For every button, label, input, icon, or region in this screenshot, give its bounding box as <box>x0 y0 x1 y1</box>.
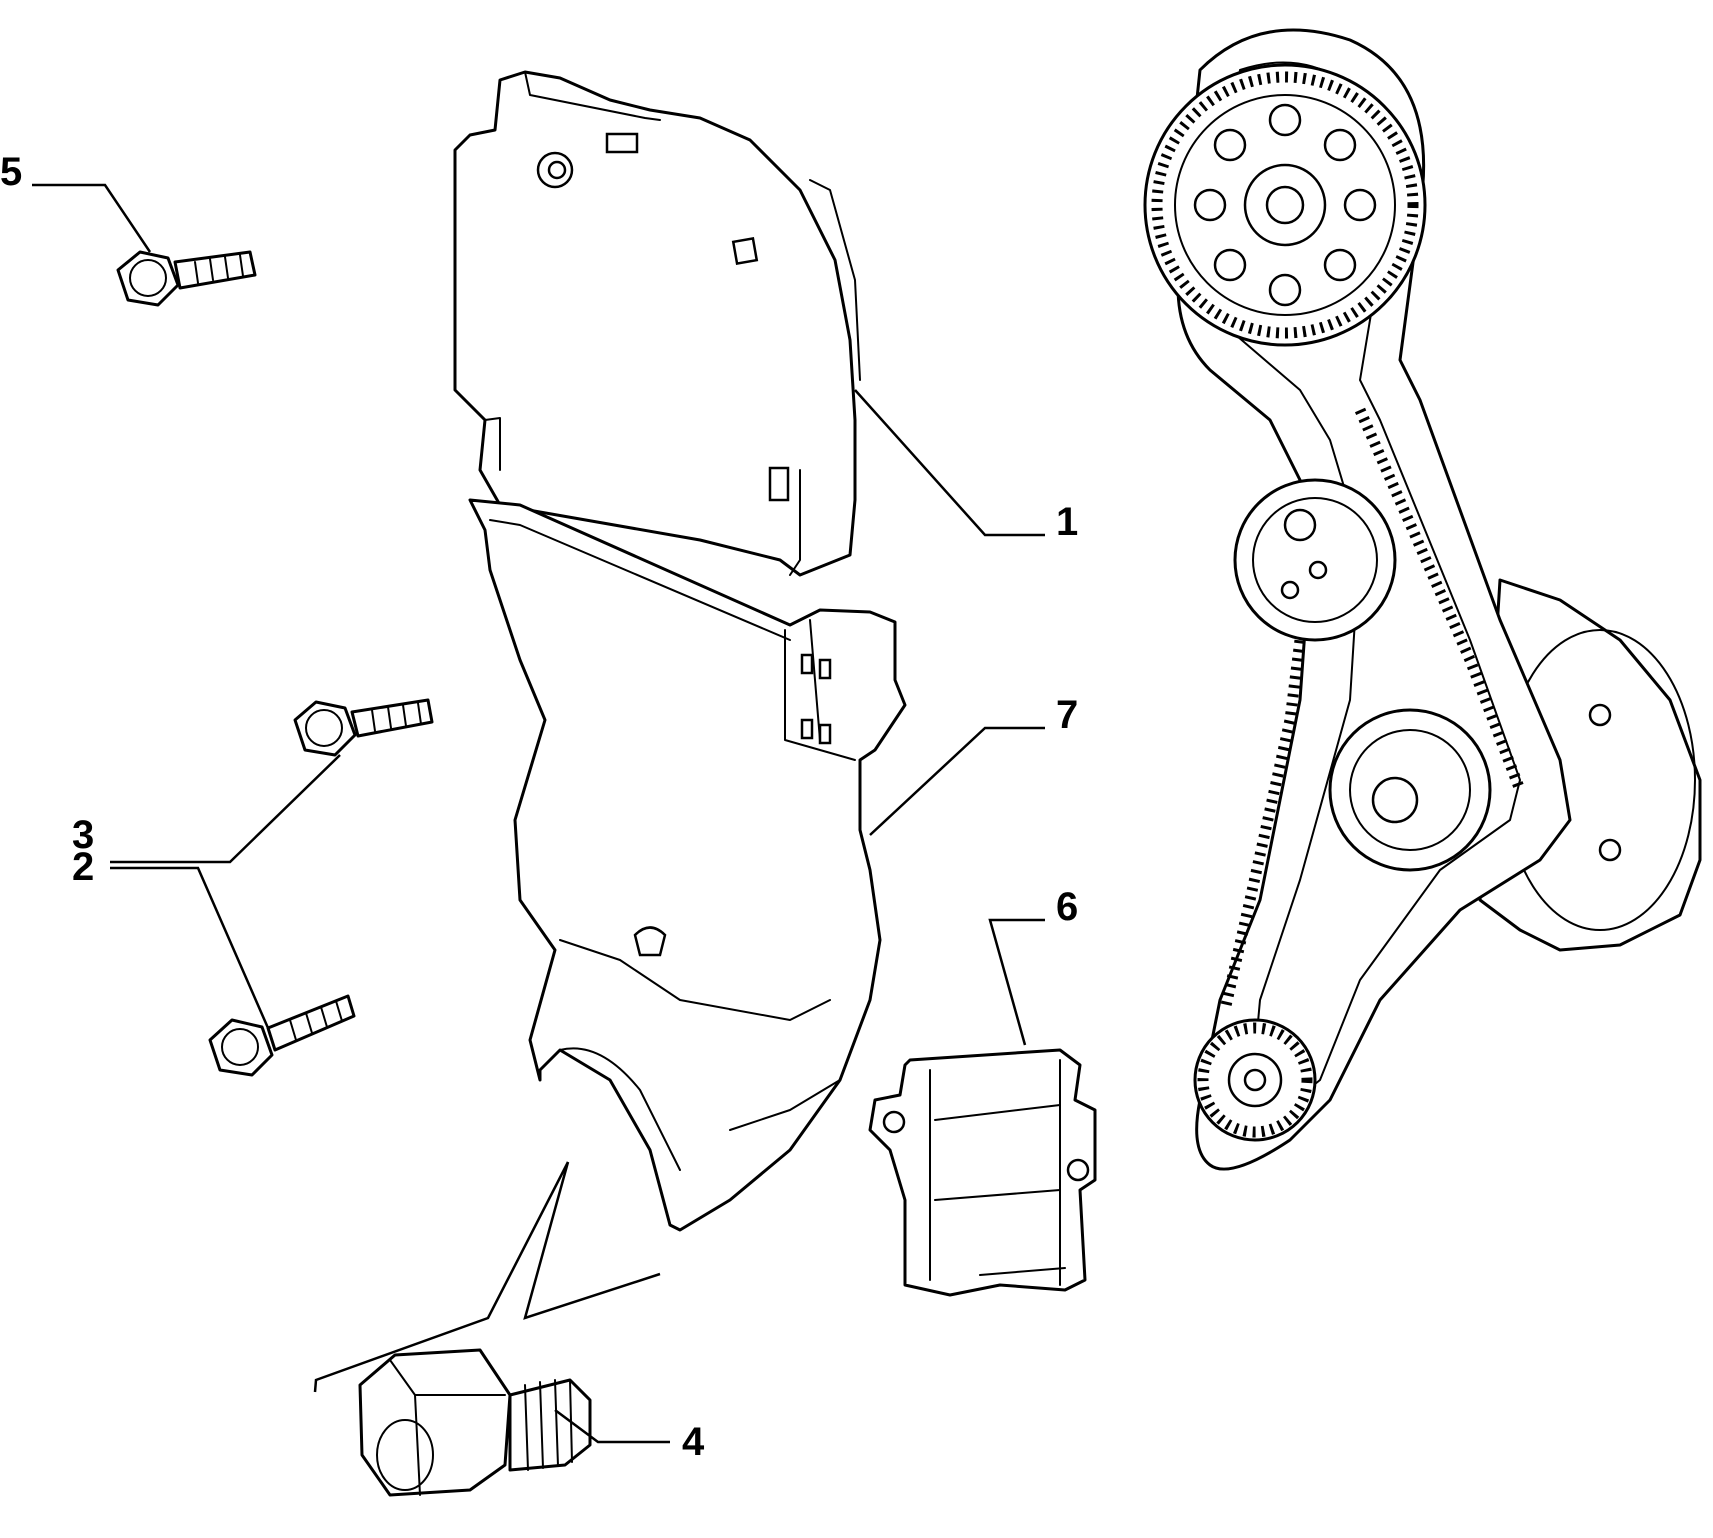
timing-belt-assembly <box>1143 28 1702 1171</box>
callout-1: 1 <box>1056 500 1078 544</box>
leader-6 <box>988 918 1045 1046</box>
callout-2: 2 <box>72 845 94 889</box>
callout-7: 7 <box>1056 693 1078 737</box>
callout-labels: 1 2 3 4 5 6 7 <box>0 150 1078 1464</box>
leader-5 <box>32 183 152 253</box>
leader-2 <box>110 866 270 1029</box>
leader-7 <box>869 726 1045 836</box>
stud-nut-4 <box>358 1348 592 1497</box>
bolt-3 <box>293 698 434 757</box>
lower-timing-cover <box>468 498 907 1232</box>
callout-6: 6 <box>1056 885 1078 929</box>
detail-view-pointer <box>313 1161 661 1393</box>
callout-4: 4 <box>682 1420 705 1464</box>
upper-timing-cover <box>453 70 861 577</box>
callout-5: 5 <box>0 150 22 194</box>
callout-leaders <box>32 183 1045 1444</box>
bolt-5 <box>116 250 257 307</box>
leader-1 <box>854 389 1045 537</box>
bolt-2 <box>208 994 356 1077</box>
callout-3: 3 <box>72 813 94 857</box>
cover-bracket <box>868 1048 1097 1297</box>
leader-3 <box>110 754 341 864</box>
leader-4 <box>554 1408 670 1444</box>
